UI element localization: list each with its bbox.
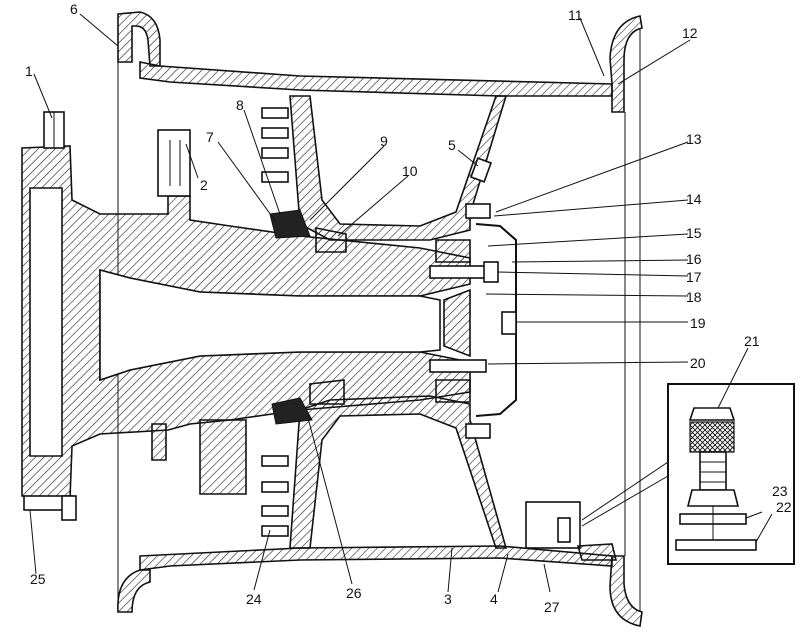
- bearing-inner-upper: [269, 209, 311, 239]
- axle-nut-lower: [429, 359, 487, 373]
- label-9: 9: [380, 133, 388, 149]
- label-7: 7: [206, 129, 214, 145]
- bracket-2: [157, 129, 191, 197]
- label-23: 23: [772, 483, 788, 499]
- upper-rim-band: [139, 61, 613, 97]
- seal-lower: [309, 379, 345, 405]
- upper-stud-row: [261, 107, 289, 183]
- left-rim-flange-top: [117, 11, 161, 67]
- valve-nut-hex: [686, 489, 740, 507]
- label-13: 13: [686, 131, 702, 147]
- inset-leader-1: [581, 461, 669, 521]
- hub-bore: [29, 187, 63, 457]
- lower-lug: [151, 423, 167, 461]
- valve-stem: [557, 517, 571, 543]
- label-27: 27: [544, 599, 560, 615]
- valve-grommet-22: [675, 539, 757, 551]
- outer-bearing-lower: [435, 379, 471, 403]
- valve-seat-4: [576, 543, 618, 561]
- label-16: 16: [686, 251, 702, 267]
- valve-box: [525, 501, 618, 561]
- lower-stud-row: [261, 455, 289, 537]
- right-rim-flange-bottom: [609, 555, 643, 627]
- cap-bolt-bottom: [465, 423, 491, 439]
- label-12: 12: [682, 25, 698, 41]
- hub-nut-bottom: [61, 495, 77, 521]
- label-20: 20: [690, 355, 706, 371]
- label-4: 4: [490, 591, 498, 607]
- left-rim-flange-bottom: [117, 569, 151, 613]
- bearing-inner-lower: [271, 397, 313, 425]
- retainer-18: [443, 288, 471, 358]
- plug-19: [501, 311, 517, 335]
- label-11: 11: [568, 7, 583, 23]
- outer-bearing-upper: [435, 239, 471, 263]
- label-15: 15: [686, 225, 702, 241]
- wheel-disc: [261, 95, 508, 549]
- label-6: 6: [70, 1, 78, 17]
- seal-10: [315, 227, 347, 253]
- label-25: 25: [30, 571, 46, 587]
- axle-nut-upper: [429, 265, 487, 279]
- label-14: 14: [686, 191, 702, 207]
- valve-cap-knurled: [689, 421, 735, 453]
- label-26: 26: [346, 585, 362, 601]
- hub-cap: [429, 203, 517, 439]
- label-21: 21: [744, 333, 760, 349]
- inset-leader-2: [581, 475, 669, 527]
- label-8: 8: [236, 97, 244, 113]
- inset-frame: [667, 383, 795, 565]
- lock-17: [483, 261, 499, 283]
- lower-bracket: [199, 419, 247, 495]
- lower-rim-band: [139, 545, 613, 571]
- label-24: 24: [246, 591, 262, 607]
- valve-body: [699, 451, 727, 491]
- label-5: 5: [448, 137, 456, 153]
- label-3: 3: [444, 591, 452, 607]
- label-18: 18: [686, 289, 702, 305]
- valve-detail-inset: [581, 383, 795, 565]
- label-1: 1: [25, 63, 33, 79]
- valve-box-body: [525, 501, 581, 549]
- valve-cap-hex: [688, 407, 736, 421]
- part-labels: 1 2 3 4 5 6 7 8 9 10 11 12 13 14 15 16 1…: [25, 1, 792, 615]
- leader-lines: [29, 13, 773, 593]
- label-2: 2: [200, 177, 208, 193]
- right-rim-flange-top: [609, 15, 643, 113]
- cap-bolt-top: [465, 203, 491, 219]
- hub-flange: [21, 111, 471, 521]
- label-17: 17: [686, 269, 702, 285]
- spindle-bore: [99, 268, 441, 382]
- label-19: 19: [690, 315, 706, 331]
- label-10: 10: [402, 163, 418, 179]
- label-22: 22: [776, 499, 792, 515]
